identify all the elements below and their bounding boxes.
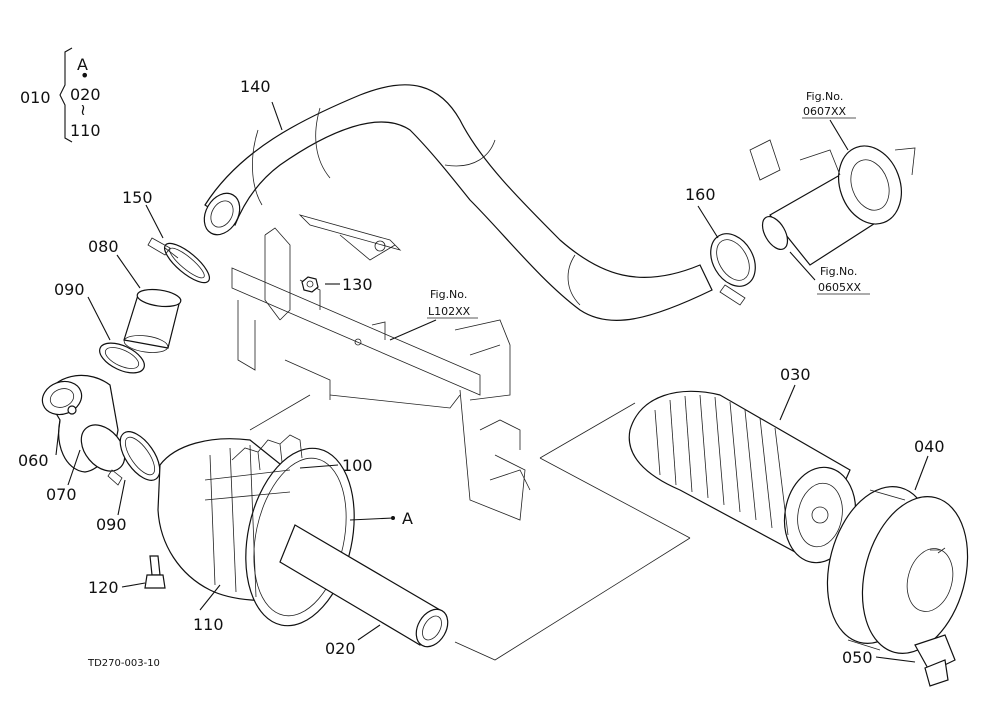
- fig-ref-0607: 0607XX: [803, 105, 847, 118]
- clamp-160: [710, 233, 756, 306]
- callout-070: 070: [46, 485, 77, 504]
- callout-060: 060: [18, 451, 49, 470]
- group-label-110: 110: [70, 121, 101, 140]
- callout-a: A: [402, 509, 413, 528]
- turbo-assembly: [749, 139, 916, 266]
- callout-130: 130: [342, 275, 373, 294]
- callout-090-lower: 090: [96, 515, 127, 534]
- fig-label-0607: Fig.No.: [806, 90, 843, 103]
- hose-clamp-150: [147, 237, 210, 284]
- fig-ref-0605: 0605XX: [818, 281, 862, 294]
- intake-hose-140: [203, 84, 713, 321]
- filter-element-030: [628, 390, 857, 564]
- callout-120: 120: [88, 578, 119, 597]
- callout-020: 020: [325, 639, 356, 658]
- elbow-060-070: [41, 374, 126, 473]
- ring-090-upper: [99, 342, 145, 374]
- nut-130: [301, 276, 319, 293]
- figure-references: Fig.No. 0607XX Fig.No. 0605XX Fig.No. L1…: [427, 90, 870, 319]
- callout-040: 040: [914, 437, 945, 456]
- callout-080: 080: [88, 237, 119, 256]
- callout-050: 050: [842, 648, 873, 667]
- group-dot: •: [80, 66, 89, 85]
- group-label-020: 020: [70, 85, 101, 104]
- callout-100: 100: [342, 456, 373, 475]
- bolt-120: [144, 555, 166, 589]
- fig-label-0605: Fig.No.: [820, 265, 857, 278]
- drawing-code: TD270-003-10: [87, 658, 160, 669]
- callout-010: 010: [20, 88, 51, 107]
- callout-140: 140: [240, 77, 271, 96]
- group-label-a: A: [77, 55, 88, 74]
- fig-ref-l102: L102XX: [428, 305, 471, 318]
- sleeve-080: [123, 288, 182, 353]
- mounting-frame: [231, 214, 531, 521]
- callout-090-upper: 090: [54, 280, 85, 299]
- callout-110: 110: [193, 615, 224, 634]
- air-cleaner-housing: [157, 434, 449, 648]
- group-tilde: ≀: [80, 100, 86, 119]
- callout-160: 160: [685, 185, 716, 204]
- callout-150: 150: [122, 188, 153, 207]
- fig-label-l102: Fig.No.: [430, 288, 467, 301]
- callout-labels: 010 A • 020 ≀ 110 140 150 080 090 130 16…: [18, 55, 945, 667]
- leader-lines: [55, 47, 929, 663]
- cover-040: [826, 486, 969, 687]
- clamp-090-lower: [107, 431, 161, 486]
- callout-030: 030: [780, 365, 811, 384]
